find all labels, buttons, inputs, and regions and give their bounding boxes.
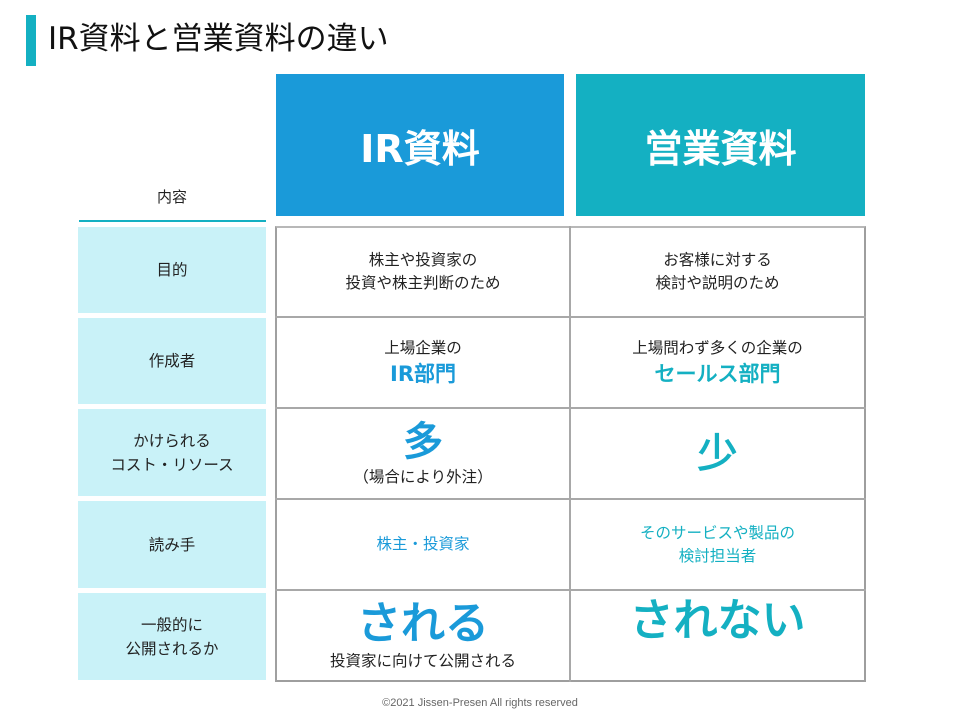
cell-ir-cost: 多 （場合により外注） <box>277 409 569 498</box>
cell-sales-public: されない <box>571 591 864 651</box>
page-title: IR資料と営業資料の違い <box>48 21 389 57</box>
row-label-reader: 読み手 <box>78 501 266 588</box>
cell-text: 上場企業の <box>384 339 462 357</box>
row-label-purpose: 目的 <box>78 227 266 313</box>
cell-emphasis: 少 <box>697 430 738 477</box>
cell-emphasis: 多 <box>403 419 443 465</box>
column-divider <box>569 226 571 682</box>
row-label-author: 作成者 <box>78 318 266 404</box>
cell-emphasis: されない <box>629 595 806 646</box>
cell-text: 株主・投資家 <box>376 535 470 553</box>
row-label-cost: かけられる コスト・リソース <box>78 409 266 496</box>
label-header-underline <box>79 220 266 222</box>
cell-note: （場合により外注） <box>353 468 493 486</box>
cell-emphasis: IR部門 <box>390 362 456 386</box>
cell-text: お客様に対する 検討や説明のため <box>655 251 780 292</box>
cell-text: 株主や投資家の 投資や株主判断のため <box>345 251 501 292</box>
cell-emphasis: される <box>357 598 489 649</box>
cell-sales-cost: 少 <box>571 409 864 498</box>
row-label-public: 一般的に 公開されるか <box>78 593 266 680</box>
cell-ir-reader: 株主・投資家 <box>277 500 569 589</box>
cell-sales-purpose: お客様に対する 検討や説明のため <box>571 228 864 316</box>
column-header-ir: IR資料 <box>276 74 564 216</box>
cell-note: 投資家に向けて公開される <box>329 652 516 670</box>
cell-ir-public: される 投資家に向けて公開される <box>277 591 569 680</box>
label-column-header: 内容 <box>156 188 187 206</box>
cell-emphasis: セールス部門 <box>654 362 781 386</box>
title-accent-bar <box>26 15 36 66</box>
cell-ir-purpose: 株主や投資家の 投資や株主判断のため <box>277 228 569 316</box>
cell-sales-reader: そのサービスや製品の 検討担当者 <box>571 500 864 589</box>
copyright-footer: ©2021 Jissen-Presen All rights reserved <box>382 697 578 709</box>
column-header-sales: 営業資料 <box>576 74 865 216</box>
cell-text: そのサービスや製品の 検討担当者 <box>639 523 795 565</box>
cell-ir-author: 上場企業の IR部門 <box>277 318 569 407</box>
cell-sales-author: 上場問わず多くの企業の セールス部門 <box>571 318 864 407</box>
cell-text: 上場問わず多くの企業の <box>632 339 803 357</box>
